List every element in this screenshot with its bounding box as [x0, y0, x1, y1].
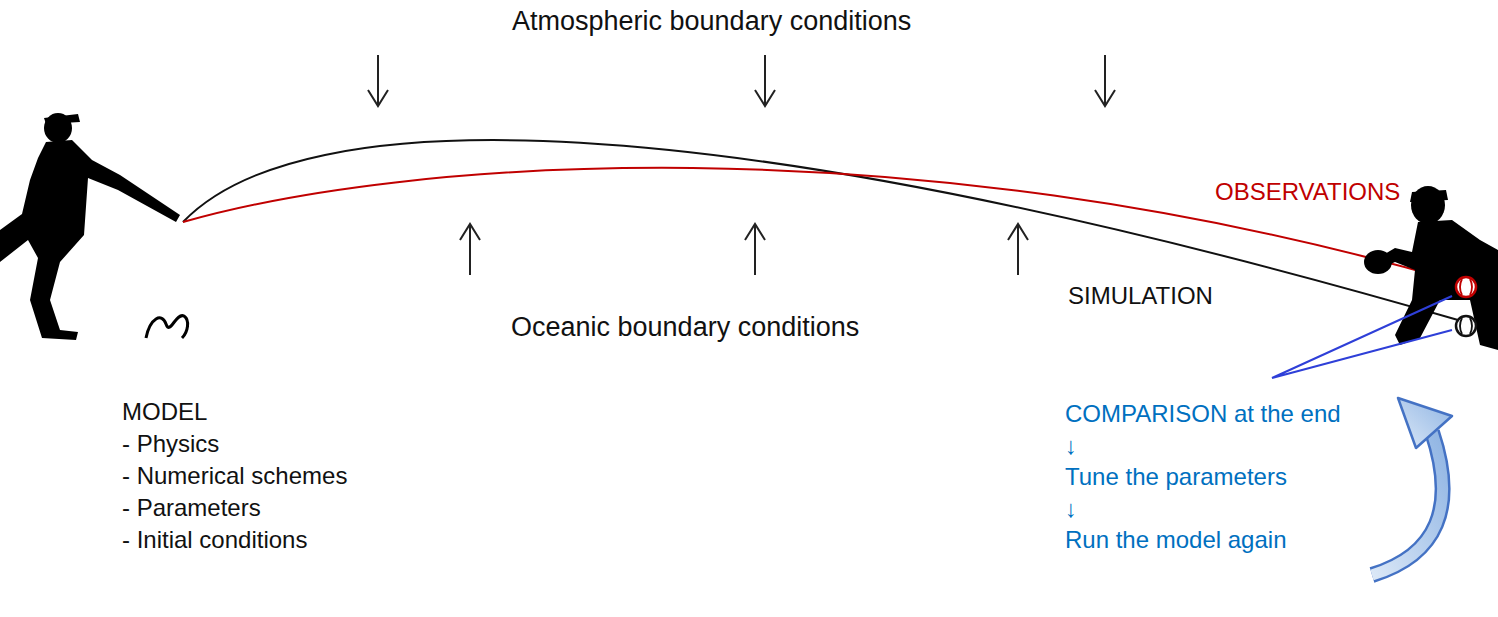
loop-step: COMPARISON at the end — [1065, 400, 1341, 428]
pitcher-hand — [146, 316, 188, 338]
model-item: - Physics — [122, 430, 219, 458]
loop-arrow — [1372, 398, 1452, 575]
simulation-trajectory — [183, 140, 1458, 320]
observation-trajectory — [183, 168, 1458, 282]
comparison-lines — [1272, 296, 1452, 378]
catcher-silhouette — [1364, 186, 1498, 350]
model-item: - Parameters — [122, 494, 261, 522]
observations-label: OBSERVATIONS — [1215, 178, 1400, 206]
simulation-label: SIMULATION — [1068, 282, 1213, 310]
model-item: - Initial conditions — [122, 526, 307, 554]
model-heading: MODEL — [122, 398, 207, 426]
step-arrow: ↓ — [1065, 495, 1077, 523]
observed-ball — [1456, 277, 1476, 297]
step-arrow: ↓ — [1065, 432, 1077, 460]
model-item: - Numerical schemes — [122, 462, 347, 490]
loop-step: Tune the parameters — [1065, 463, 1287, 491]
loop-step: Run the model again — [1065, 526, 1286, 554]
up-arrows — [460, 224, 1028, 275]
boundary-label: Atmospheric boundary conditions — [512, 6, 911, 37]
down-arrows — [368, 55, 1115, 106]
boundary-label: Oceanic boundary conditions — [511, 312, 859, 343]
simulated-ball — [1456, 316, 1476, 336]
pitcher-silhouette — [0, 113, 180, 340]
